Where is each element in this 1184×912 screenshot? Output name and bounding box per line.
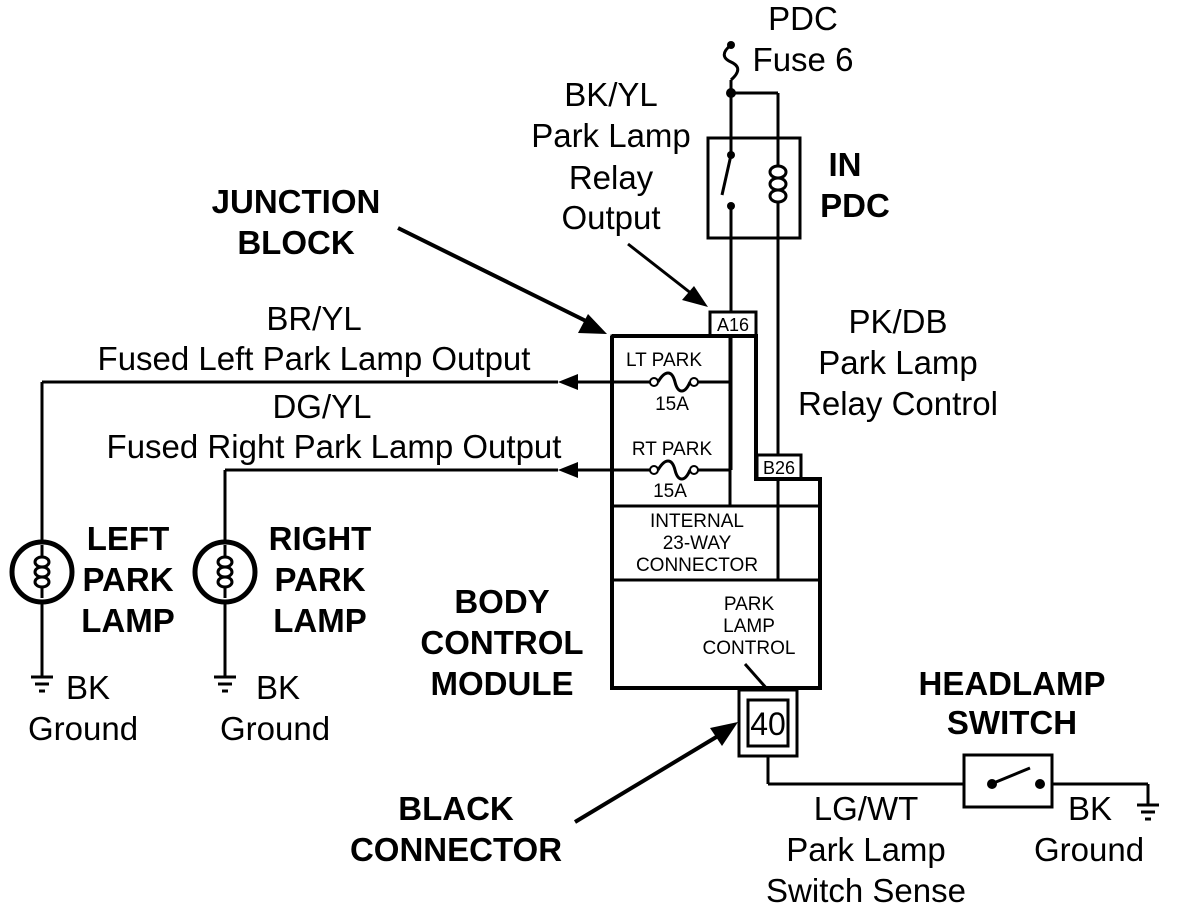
relay-output-label-2: Relay	[569, 159, 654, 196]
relay-output-arrow	[627, 242, 708, 307]
left-lamp-label-1: LEFT	[87, 520, 169, 557]
rt-park-fuse-rating: 15A	[653, 481, 687, 502]
internal-connector-label-3: CONNECTOR	[636, 555, 758, 576]
left-ground-label: Ground	[28, 710, 138, 747]
right-lamp-label-3: LAMP	[273, 602, 367, 639]
control-to-pin-line	[743, 663, 770, 691]
body-label: BODY	[454, 583, 549, 620]
left-park-lamp-bulb	[9, 539, 75, 676]
junction-block-arrow	[397, 226, 607, 334]
control-label: CONTROL	[420, 624, 583, 661]
switch-sense-label-2: Switch Sense	[766, 872, 966, 909]
lt-park-fuse-rating: 15A	[655, 394, 689, 415]
junction-label: JUNCTION	[212, 183, 381, 220]
right-output-wire	[223, 462, 612, 540]
relay-output-label-3: Output	[561, 199, 660, 236]
relay-control-label-2: Relay Control	[798, 385, 998, 422]
black-label: BLACK	[398, 790, 514, 827]
park-lamp-control-label-2: LAMP	[723, 616, 775, 637]
park-lamp-control-label-3: CONTROL	[703, 638, 796, 659]
relay-output-wire-color: BK/YL	[564, 76, 658, 113]
rt-park-fuse-label: RT PARK	[632, 439, 713, 460]
switch-ground-icon	[1137, 803, 1159, 821]
left-lamp-label-3: LAMP	[81, 602, 175, 639]
right-park-lamp-bulb	[192, 539, 258, 676]
switch-sense-wire-color: LG/WT	[814, 790, 919, 827]
right-lamp-label-1: RIGHT	[269, 520, 372, 557]
right-lamp-ground-icon	[214, 675, 236, 693]
pdc-location-label: PDC	[820, 187, 890, 224]
park-lamp-relay	[706, 93, 802, 455]
pin-b26: B26	[763, 458, 795, 478]
headlamp-label: HEADLAMP	[919, 665, 1106, 702]
pin-a16: A16	[717, 315, 749, 335]
fuse-6-label: Fuse 6	[753, 41, 854, 78]
relay-control-wire-color: PK/DB	[848, 303, 947, 340]
in-label: IN	[829, 146, 862, 183]
body-control-module-box	[610, 310, 822, 690]
left-lamp-ground-icon	[31, 675, 53, 693]
black-connector-arrow	[573, 722, 738, 824]
left-output-wire-color: BR/YL	[266, 300, 361, 337]
right-output-wire-color: DG/YL	[272, 388, 371, 425]
black-connector-pin-40	[737, 688, 799, 784]
switch-ground-label: Ground	[1034, 831, 1144, 868]
right-ground-wire-color: BK	[256, 669, 300, 706]
pdc-fuse-6	[722, 41, 780, 152]
park-lamp-control-label-1: PARK	[724, 594, 775, 615]
connector-label: CONNECTOR	[350, 831, 562, 868]
switch-label: SWITCH	[947, 704, 1077, 741]
block-label: BLOCK	[237, 224, 354, 261]
right-output-label: Fused Right Park Lamp Output	[107, 428, 562, 465]
right-ground-label: Ground	[220, 710, 330, 747]
switch-ground-wire-color: BK	[1068, 790, 1112, 827]
internal-connector-label-1: INTERNAL	[650, 511, 744, 532]
relay-control-label-1: Park Lamp	[818, 344, 978, 381]
switch-sense-label-1: Park Lamp	[786, 831, 946, 868]
internal-connector-label-2: 23-WAY	[663, 533, 732, 554]
headlamp-switch	[768, 753, 1150, 809]
lt-park-fuse-label: LT PARK	[626, 350, 702, 371]
right-lamp-label-2: PARK	[274, 561, 365, 598]
left-ground-wire-color: BK	[66, 669, 110, 706]
relay-output-label-1: Park Lamp	[531, 117, 691, 154]
left-lamp-label-2: PARK	[82, 561, 173, 598]
pin-40-label: 40	[750, 706, 786, 742]
pdc-label: PDC	[768, 0, 838, 37]
left-output-wire	[40, 374, 612, 540]
lt-park-fuse	[612, 371, 731, 393]
module-label: MODULE	[431, 665, 574, 702]
left-output-label: Fused Left Park Lamp Output	[98, 340, 531, 377]
rt-park-fuse	[612, 459, 731, 481]
